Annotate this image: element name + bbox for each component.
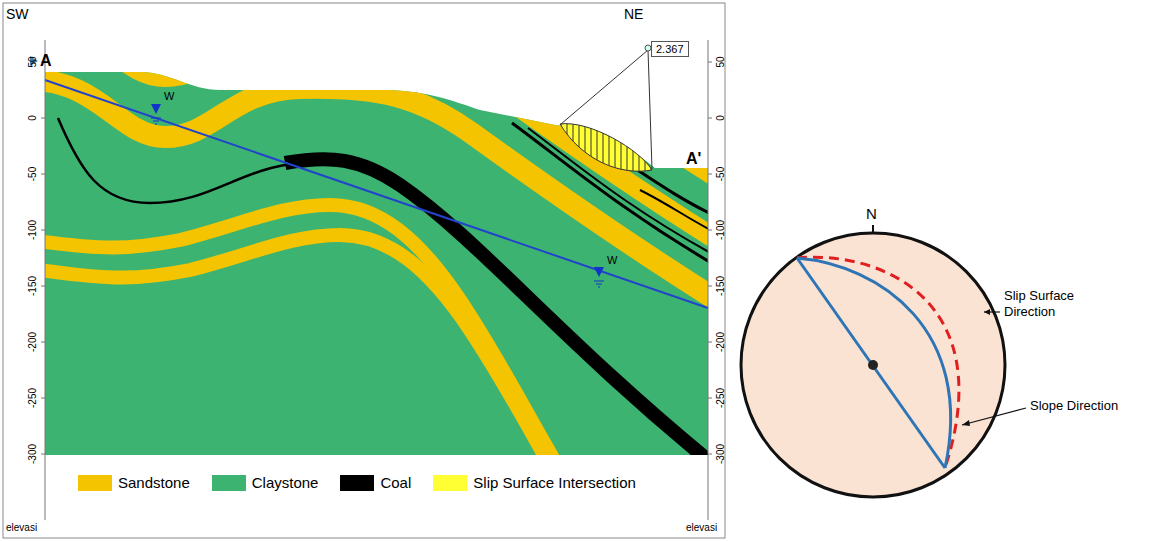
tick-mark xyxy=(708,286,712,287)
arrow-head xyxy=(962,420,970,426)
tick-mark xyxy=(708,398,712,399)
tick-mark xyxy=(41,454,45,455)
axis-value: 0 xyxy=(27,115,38,121)
axis-value: 50 xyxy=(27,56,38,67)
tick-mark xyxy=(708,342,712,343)
arrow-head xyxy=(984,309,990,315)
axis-value: -300 xyxy=(27,444,38,464)
tick-mark xyxy=(41,342,45,343)
axis xyxy=(45,40,46,520)
axis-value: -50 xyxy=(715,167,726,181)
leader-line xyxy=(648,50,652,169)
north-tick xyxy=(872,225,874,233)
slope-great-circle xyxy=(797,258,951,468)
tick-mark xyxy=(41,118,45,119)
water-marker xyxy=(594,267,604,277)
factor-of-safety: 2.367 xyxy=(656,43,684,55)
water-label: W xyxy=(164,90,174,102)
water-marker xyxy=(151,104,161,114)
leader-line xyxy=(962,408,1026,425)
direction-label: SW xyxy=(6,6,29,22)
axis-value: -100 xyxy=(715,220,726,240)
center-dot xyxy=(868,360,878,370)
slip-surface-great-circle xyxy=(797,257,959,468)
tick-mark xyxy=(708,174,712,175)
tick-mark xyxy=(708,454,712,455)
axis-ticks xyxy=(41,62,712,454)
strata xyxy=(30,0,720,500)
leader-line xyxy=(561,50,648,124)
section-label: A xyxy=(40,52,52,70)
axis-value: -200 xyxy=(27,332,38,352)
legend-text: Coal xyxy=(380,474,411,491)
axis-value: 0 xyxy=(715,115,726,121)
slip-surface xyxy=(560,124,652,172)
axis-value: -100 xyxy=(27,220,38,240)
axis-value: -50 xyxy=(27,167,38,181)
legend-text: Sandstone xyxy=(118,474,190,491)
water-table xyxy=(45,80,708,308)
tick-mark xyxy=(708,62,712,63)
legend-swatch xyxy=(340,475,374,491)
strike-line xyxy=(797,258,945,468)
tick-mark xyxy=(41,230,45,231)
water-label: W xyxy=(607,254,617,266)
axis-value: -250 xyxy=(27,388,38,408)
water-marker xyxy=(594,281,604,287)
tick-mark xyxy=(41,174,45,175)
axis-title: elevasi xyxy=(6,522,37,533)
axis-value: -150 xyxy=(27,276,38,296)
legend-swatch xyxy=(212,475,246,491)
water-marker xyxy=(151,118,161,124)
axis-value: -200 xyxy=(715,332,726,352)
axis xyxy=(708,40,709,520)
axis-value: 50 xyxy=(715,56,726,67)
legend-text: Claystone xyxy=(252,474,319,491)
axis-value: -150 xyxy=(715,276,726,296)
north-label: N xyxy=(866,205,877,222)
axis-value: -250 xyxy=(715,388,726,408)
legend-text: Slip Surface Intersection xyxy=(473,474,636,491)
axis-title: elevasi xyxy=(686,522,717,533)
value-box: 2.367 xyxy=(651,41,689,57)
frame xyxy=(3,3,725,538)
direction-callout: Slope Direction xyxy=(1030,398,1118,413)
section-label: A' xyxy=(686,150,701,168)
legend-swatch xyxy=(433,475,467,491)
tick-mark xyxy=(708,230,712,231)
direction-callout: Slip Surface Direction xyxy=(1004,288,1104,321)
stereonet xyxy=(741,233,1005,497)
tick-mark xyxy=(708,118,712,119)
legend-swatch xyxy=(78,475,112,491)
tick-mark xyxy=(41,286,45,287)
axis-value: -300 xyxy=(715,444,726,464)
direction-label: NE xyxy=(624,6,643,22)
tick-mark xyxy=(41,398,45,399)
